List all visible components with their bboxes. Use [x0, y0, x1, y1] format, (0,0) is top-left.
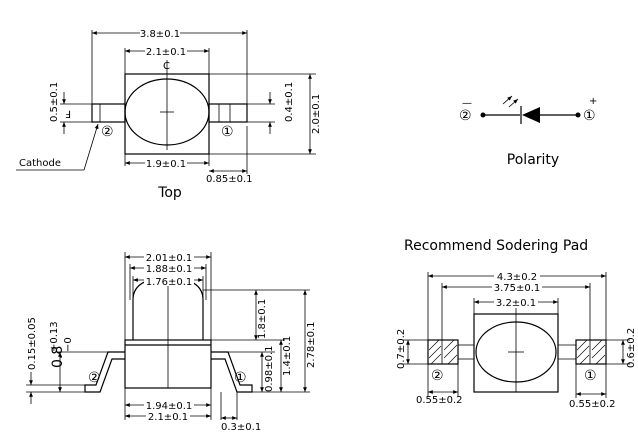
polarity-symbol: ② ① — + Polarity [459, 95, 597, 168]
plus-sign: + [589, 96, 597, 107]
dim-overall-width: 3.8±0.1 [140, 29, 180, 40]
side-pin-1: ① [234, 370, 247, 386]
dim-height: 2.0±0.1 [311, 94, 322, 134]
lead-right [208, 103, 248, 123]
dim-pad-inner: 3.75±0.1 [494, 283, 541, 294]
cathode-label: Cathode [19, 158, 61, 169]
side-pin-2: ② [88, 370, 101, 386]
dim-side-lead: 0.3±0.1 [221, 422, 261, 433]
dim-lens-width: 1.9±0.1 [146, 159, 186, 170]
side-view: 2.01±0.1 1.88±0.1 1.76±0.1 1.94±0.1 2.1±… [26, 251, 317, 433]
dim-lens-height: 1.8±0.1 [257, 299, 268, 339]
dim-lead-thick: 0.15±0.05 [27, 317, 38, 370]
pad-pin-2: ② [431, 368, 444, 384]
solder-pad-left [427, 339, 459, 365]
dim-top-2: 1.88±0.1 [146, 264, 193, 275]
polarity-pin-2: ② [459, 108, 472, 124]
tol-plus: +0.13 [49, 321, 60, 352]
diode-triangle [522, 107, 540, 123]
dim-pad-left-height: 0.7±0.2 [396, 329, 407, 369]
dim-pad-left-width: 0.55±0.2 [416, 395, 463, 406]
dim-lower: 0.98±0.1 [264, 345, 275, 392]
pin-2-label: ② [101, 124, 114, 140]
side-lead-left [84, 351, 125, 393]
dim-pad-right-width: 0.55±0.2 [569, 399, 616, 410]
lead-left [91, 103, 126, 123]
pin-1-label: ① [221, 124, 234, 140]
side-body [124, 339, 212, 389]
dim-body-height: 1.4±0.1 [282, 336, 293, 376]
dim-lead-thickness-left: 0.5±0.1 [49, 82, 60, 122]
dim-lead-length: 0.85±0.1 [206, 174, 253, 185]
top-view-label: Top [157, 185, 182, 201]
dim-pad-overall: 4.3±0.2 [497, 272, 537, 283]
tol-minus: −0 [63, 337, 74, 352]
side-lead-right [211, 351, 253, 393]
pad-pin-1: ① [584, 368, 597, 384]
center-mark: C [163, 61, 170, 72]
polarity-label: Polarity [507, 152, 559, 168]
minus-sign: — [462, 98, 472, 109]
solder-pad-view: Recommend Sodering Pad [396, 238, 637, 410]
dim-top-1: 2.01±0.1 [146, 253, 193, 264]
dim-bottom-2: 2.1±0.1 [148, 412, 188, 423]
top-view: 3.8±0.1 2.1±0.1 C 1.9±0.1 0.85±0.1 0.5±0… [16, 27, 322, 201]
dim-total-height: 2.78±0.1 [306, 321, 317, 368]
dim-body-width: 2.1±0.1 [146, 47, 186, 58]
cathode-mark: Ⅎ [65, 110, 71, 121]
dim-pad-body: 3.2±0.1 [496, 298, 536, 309]
dim-top-3: 1.76±0.1 [146, 277, 193, 288]
dim-lead-thickness-right: 0.4±0.1 [284, 82, 295, 122]
solder-pad-title: Recommend Sodering Pad [404, 238, 588, 254]
dim-standoff: 0.8 [50, 346, 66, 368]
pad-hatching [428, 339, 606, 365]
dim-bottom-1: 1.94±0.1 [146, 401, 193, 412]
solder-pad-right [575, 339, 607, 365]
polarity-pin-1: ① [583, 108, 596, 124]
dim-pad-right-height: 0.6±0.2 [626, 328, 637, 368]
